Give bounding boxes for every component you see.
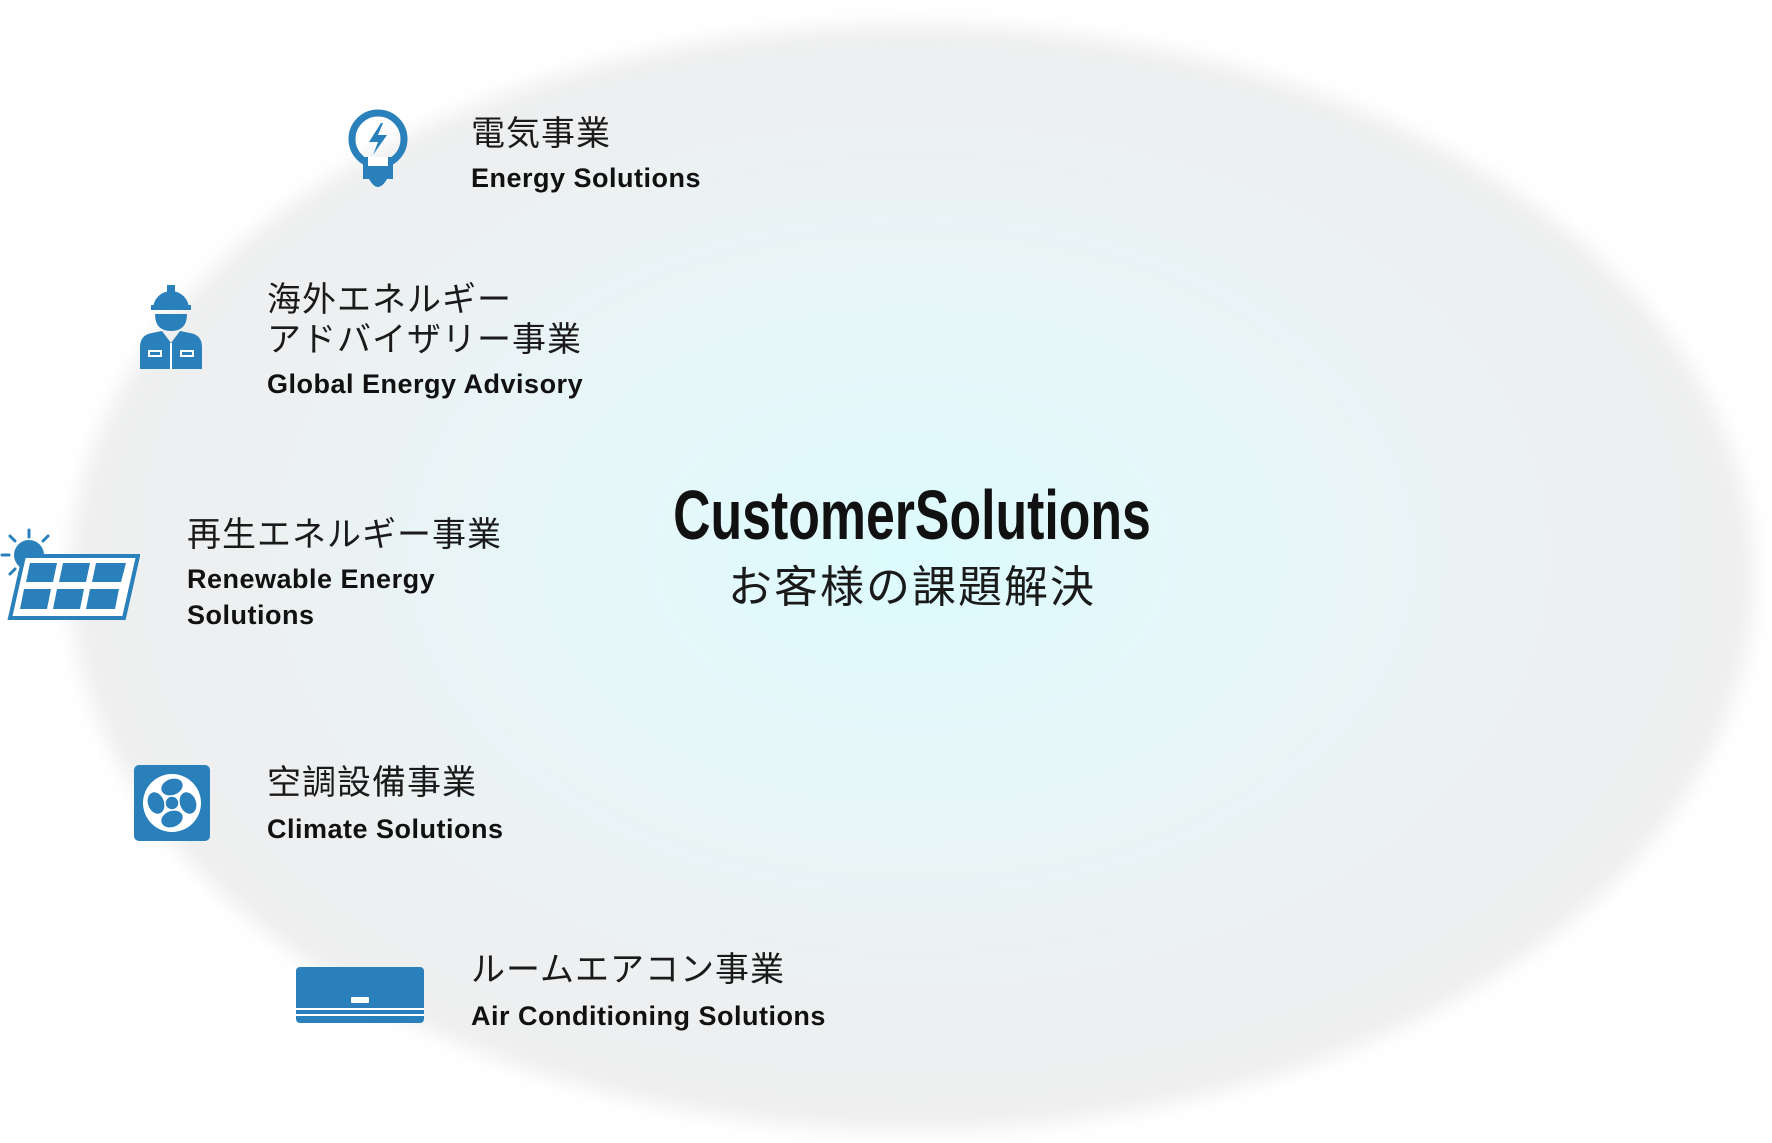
air-conditioner-icon bbox=[296, 967, 424, 1028]
segment-jp-label: 空調設備事業 bbox=[267, 764, 477, 802]
center-heading: CustomerSolutions お客様の課題解決 bbox=[512, 478, 1312, 614]
segment-en-label-line1: Renewable Energy bbox=[187, 564, 436, 594]
center-subtitle: お客様の課題解決 bbox=[728, 563, 1096, 612]
segment-jp-label: 電気事業 bbox=[471, 115, 611, 153]
segment-en-label: Air Conditioning Solutions bbox=[471, 1001, 826, 1031]
fan-icon bbox=[134, 765, 210, 846]
center-title: CustomerSolutions bbox=[673, 476, 1151, 554]
segment-global-advisory: 海外エネルギー アドバイザリー事業 Global Energy Advisory bbox=[267, 280, 583, 402]
lightbulb-bolt-icon bbox=[347, 109, 409, 198]
segment-jp-label: ルームエアコン事業 bbox=[471, 951, 785, 989]
segment-en-label-line2: Solutions bbox=[187, 600, 315, 630]
segment-en-label: Global Energy Advisory bbox=[267, 369, 584, 399]
segment-energy: 電気事業 Energy Solutions bbox=[471, 114, 701, 196]
worker-icon bbox=[138, 285, 204, 374]
segment-renewable: 再生エネルギー事業 Renewable Energy Solutions bbox=[187, 515, 502, 633]
segment-climate: 空調設備事業 Climate Solutions bbox=[267, 763, 504, 847]
background-ellipse bbox=[70, 25, 1754, 1130]
segment-jp-label-line1: 海外エネルギー bbox=[267, 281, 512, 319]
segment-jp-label: 再生エネルギー事業 bbox=[187, 516, 502, 554]
solar-panel-icon bbox=[0, 528, 141, 625]
segment-jp-label-line2: アドバイザリー事業 bbox=[267, 321, 582, 359]
segment-en-label: Energy Solutions bbox=[471, 163, 702, 193]
segment-air-conditioning: ルームエアコン事業 Air Conditioning Solutions bbox=[471, 950, 826, 1034]
segment-en-label: Climate Solutions bbox=[267, 814, 504, 844]
